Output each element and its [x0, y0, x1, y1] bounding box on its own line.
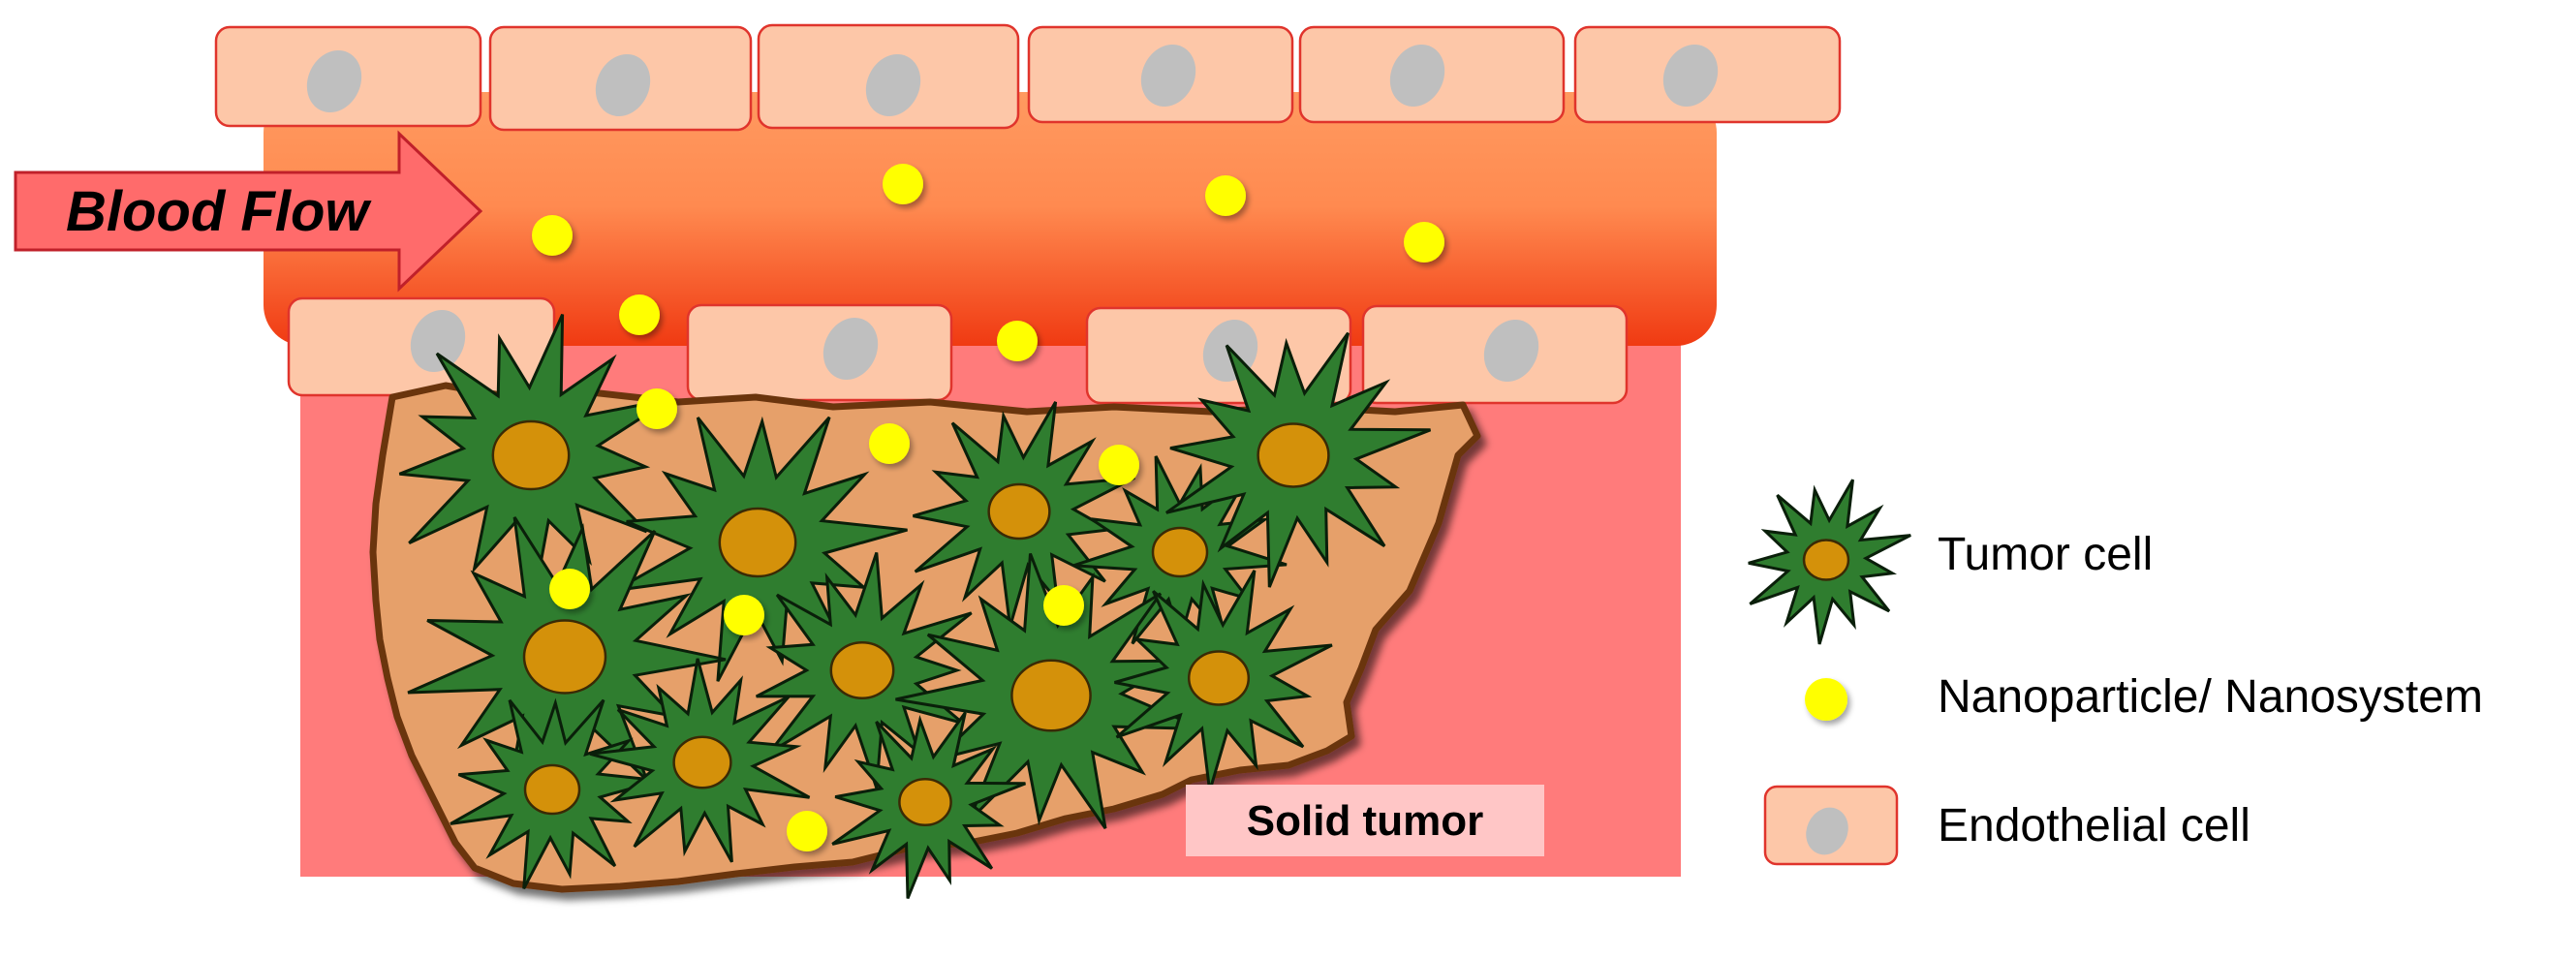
tumor-cell — [614, 416, 908, 682]
endothelial-cell — [214, 25, 482, 128]
endothelial-cell — [1298, 25, 1566, 124]
endothelial-cell — [686, 303, 953, 402]
tumor-cell — [913, 401, 1135, 628]
endothelial-cell — [1027, 25, 1294, 124]
tumor-cell — [1165, 331, 1432, 588]
tumor-cells-cluster — [398, 313, 1432, 900]
blood-flow-label: Blood Flow — [66, 180, 372, 243]
nanoparticles-group — [532, 164, 1444, 851]
endothelial-cell — [1573, 25, 1842, 124]
nanoparticle — [997, 321, 1038, 361]
endothelial-cell — [757, 23, 1020, 130]
tumor-cell — [589, 658, 811, 863]
blood-vessel — [264, 92, 1717, 346]
legend-item-tumor-cell: Tumor cell — [1748, 479, 2153, 645]
nanoparticle — [869, 423, 910, 464]
legend-label-tumor-cell: Tumor cell — [1938, 529, 2153, 580]
nanoparticle — [883, 164, 923, 204]
tumor-cell-icon — [1748, 479, 1911, 645]
tumor-cell-icon-shape — [1748, 479, 1911, 645]
nanoparticle — [619, 294, 660, 335]
tumor-cell — [1114, 570, 1333, 792]
endothelial-cell-icon — [1763, 785, 1899, 866]
blood-flow-arrow: Blood Flow — [14, 130, 483, 293]
nanoparticle — [787, 811, 827, 851]
endothelial-cell — [1361, 304, 1629, 405]
nanoparticle — [1205, 175, 1246, 216]
solid-tumor-label-box: Solid tumor — [1186, 785, 1544, 856]
nanoparticle — [636, 388, 677, 429]
nanoparticle — [549, 569, 590, 609]
legend-item-endothelial-cell: Endothelial cell — [1763, 785, 2250, 866]
tumor-cell — [756, 552, 973, 789]
legend: Tumor cell Nanoparticle/ Nanosystem Endo… — [1748, 479, 2483, 866]
nanoparticle — [532, 215, 573, 256]
endothelial-cell — [488, 25, 753, 132]
tumor-cell — [895, 552, 1204, 829]
nanoparticle — [724, 595, 764, 635]
legend-label-endothelial-cell: Endothelial cell — [1938, 800, 2250, 851]
endothelial-row-bottom — [287, 296, 1629, 405]
endothelial-row-top — [214, 23, 1842, 132]
legend-label-nanoparticle: Nanoparticle/ Nanosystem — [1938, 671, 2483, 723]
tumor-cell — [450, 697, 660, 889]
nanoparticle — [1043, 585, 1084, 626]
nanoparticle — [1099, 445, 1139, 485]
tumor-cell — [831, 711, 1026, 900]
nanoparticle — [1404, 222, 1444, 263]
solid-tumor-label: Solid tumor — [1247, 797, 1483, 845]
nanoparticle-icon — [1805, 678, 1847, 721]
legend-item-nanoparticle: Nanoparticle/ Nanosystem — [1805, 671, 2483, 723]
